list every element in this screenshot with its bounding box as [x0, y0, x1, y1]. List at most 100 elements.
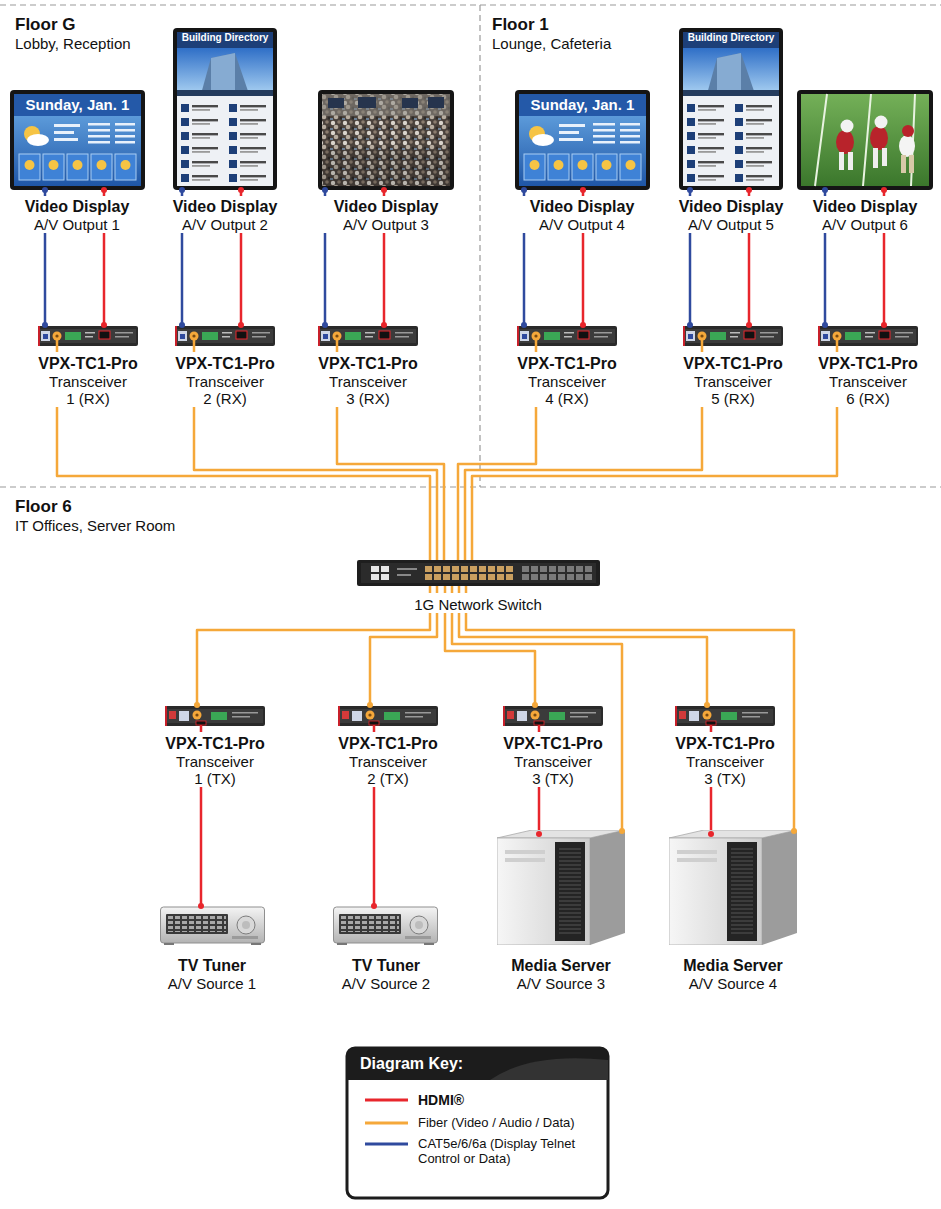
floor-band: Floor GLobby, ReceptionVideo DisplayA/V … [0, 5, 480, 487]
device-caption: Transceiver 3 (TX) [683, 753, 767, 787]
transceiver: VPX-TC1-ProTransceiver 3 (TX) [665, 705, 785, 787]
device-caption: Transceiver 1 (TX) [173, 753, 257, 787]
cable-stub [201, 725, 711, 732]
hdmi-cable [240, 233, 243, 325]
device-name: VPX-TC1-Pro [155, 735, 275, 753]
transceiver: VPX-TC1-ProTransceiver 2 (TX) [328, 705, 448, 787]
transceiver: VPX-TC1-ProTransceiver 2 (RX) [165, 325, 285, 407]
floor-subtitle: Lobby, Reception [15, 35, 131, 52]
port-dot [194, 702, 797, 834]
device-name: VPX-TC1-Pro [28, 355, 148, 373]
floor-divider [479, 5, 480, 487]
media-server: Media ServerA/V Source 4 [663, 830, 803, 992]
legend-box [347, 1048, 608, 1198]
cable-stub [104, 190, 884, 196]
device-caption: A/V Output 3 [311, 216, 461, 233]
device-name: VPX-TC1-Pro [507, 355, 627, 373]
floor-title: Floor G [15, 15, 75, 35]
device-caption: Transceiver 1 (RX) [46, 373, 130, 407]
device-caption: A/V Output 6 [790, 216, 940, 233]
legend-text: Fiber (Video / Audio / Data) [418, 1115, 600, 1130]
fiber-cable [57, 407, 430, 560]
device-caption: Transceiver 2 (RX) [183, 373, 267, 407]
legend-swatch [365, 1122, 408, 1125]
server-tower [497, 830, 625, 945]
transceiver: VPX-TC1-ProTransceiver 6 (RX) [808, 325, 928, 407]
device-name: Video Display [790, 198, 940, 216]
port-dot [42, 187, 887, 909]
cat-cable [824, 233, 827, 325]
transceiver-device [683, 326, 783, 346]
legend-text: HDMI® [418, 1092, 600, 1108]
video-display: Video DisplayA/V Output 5 [661, 28, 801, 233]
device-caption: Transceiver 2 (TX) [346, 753, 430, 787]
tv-tuner: TV TunerA/V Source 2 [321, 905, 451, 992]
device-name: TV Tuner [321, 957, 451, 975]
screen-text: Building Directory [177, 32, 273, 43]
transceiver-device [517, 326, 617, 346]
transceiver: VPX-TC1-ProTransceiver 1 (TX) [155, 705, 275, 787]
legend-swatch [365, 1099, 408, 1102]
device-caption: A/V Output 1 [2, 216, 152, 233]
switch-device [357, 560, 600, 586]
floor-divider [0, 5, 941, 487]
fiber-cable [194, 407, 437, 560]
device-name: Media Server [491, 957, 631, 975]
device-name: VPX-TC1-Pro [165, 355, 285, 373]
device-caption: A/V Source 2 [321, 975, 451, 992]
legend-header [490, 1058, 608, 1080]
device-caption: A/V Output 2 [155, 216, 295, 233]
video-display: Video DisplayA/V Output 2 [155, 28, 295, 233]
device-name: Video Display [155, 198, 295, 216]
device-caption: Transceiver 5 (RX) [691, 373, 775, 407]
hdmi-cable [383, 233, 386, 325]
cat-cable [181, 233, 184, 325]
hdmi-cable [373, 787, 376, 905]
display-screen [797, 90, 933, 190]
device-name: Video Display [507, 198, 657, 216]
fiber-cable [370, 613, 437, 705]
cable-stub [45, 190, 825, 196]
hdmi-cable [748, 233, 751, 325]
floor-band: Floor 1Lounge, CafeteriaVideo DisplayA/V… [480, 5, 941, 487]
transceiver-device [38, 326, 138, 346]
hdmi-cable [710, 787, 713, 830]
floor-title: Floor 1 [492, 15, 549, 35]
tv-tuner: TV TunerA/V Source 1 [147, 905, 277, 992]
hdmi-cable [883, 233, 886, 325]
device-name: Video Display [311, 198, 461, 216]
device-name: Video Display [2, 198, 152, 216]
cat-cable [689, 233, 692, 325]
fiber-cable [337, 407, 444, 560]
network-switch: 1G Network Switch [357, 560, 600, 613]
display-screen [10, 90, 145, 190]
video-display: Video DisplayA/V Output 3 [311, 90, 461, 233]
device-name: Video Display [661, 198, 801, 216]
floor-subtitle: IT Offices, Server Room [15, 517, 175, 534]
device-name: 1G Network Switch [357, 596, 600, 613]
fiber-cable [466, 613, 794, 830]
server-tower [669, 830, 797, 945]
device-name: VPX-TC1-Pro [328, 735, 448, 753]
tuner-device [334, 907, 438, 945]
floor-divider [0, 486, 941, 487]
screen-text: Sunday, Jan. 1 [519, 96, 646, 113]
display-screen [515, 90, 650, 190]
floor-subtitle: Lounge, Cafeteria [492, 35, 611, 52]
cable-stub [430, 586, 466, 593]
transceiver-device [503, 706, 603, 726]
transceiver: VPX-TC1-ProTransceiver 4 (RX) [507, 325, 627, 407]
tuner-device [161, 907, 265, 945]
transceiver: VPX-TC1-ProTransceiver 1 (RX) [28, 325, 148, 407]
transceiver-device [818, 326, 918, 346]
device-name: VPX-TC1-Pro [808, 355, 928, 373]
transceiver-device [165, 706, 265, 726]
display-screen [173, 28, 277, 190]
display-screen [318, 90, 454, 190]
hdmi-cable [582, 233, 585, 325]
legend-text: CAT5e/6/6a (Display Telnet Control or Da… [418, 1136, 590, 1166]
hdmi-cable [200, 787, 203, 905]
transceiver-device [675, 706, 775, 726]
transceiver-device [338, 706, 438, 726]
legend-title: Diagram Key: [360, 1055, 560, 1073]
